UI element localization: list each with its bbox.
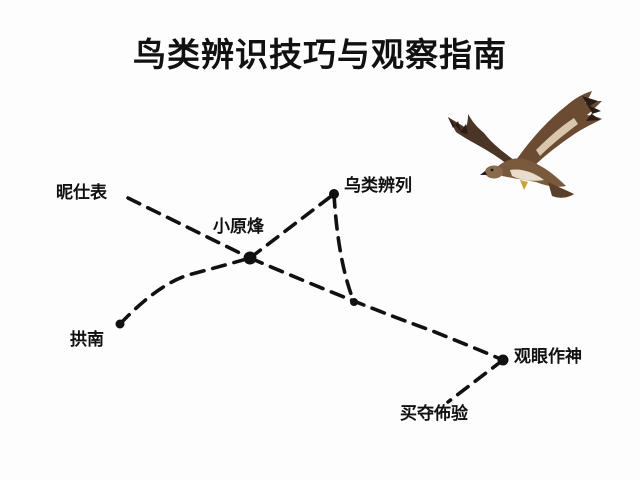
node-dot-left-bottom	[115, 319, 125, 329]
diagram-title: 鸟类辨识技巧与观察指南	[133, 35, 507, 74]
edge-left-top-to-center	[126, 196, 252, 260]
node-label-center: 小原烽	[213, 216, 265, 237]
node-label-left-bottom: 拱南	[70, 329, 104, 350]
node-dot-center	[243, 251, 257, 265]
edge-left-bottom-to-center	[118, 256, 252, 326]
node-label-right-mid: 观眼作神	[513, 346, 582, 367]
node-label-left-top: 昵仕表	[56, 182, 108, 203]
node-dot-right-mid	[497, 354, 509, 366]
eagle-icon	[448, 91, 602, 198]
node-label-right-bottom: 买夺佈验	[400, 403, 469, 424]
node-dot-right-top	[329, 189, 339, 199]
edge-center-to-right-mid	[248, 256, 505, 362]
node-label-right-top: 乌类辨列	[344, 175, 412, 196]
node-dot-junction	[350, 298, 358, 306]
edge-right-mid-to-right-bottom	[446, 358, 505, 404]
edge-center-to-right-top	[248, 192, 336, 260]
edge-right-top-to-junction	[332, 192, 356, 304]
